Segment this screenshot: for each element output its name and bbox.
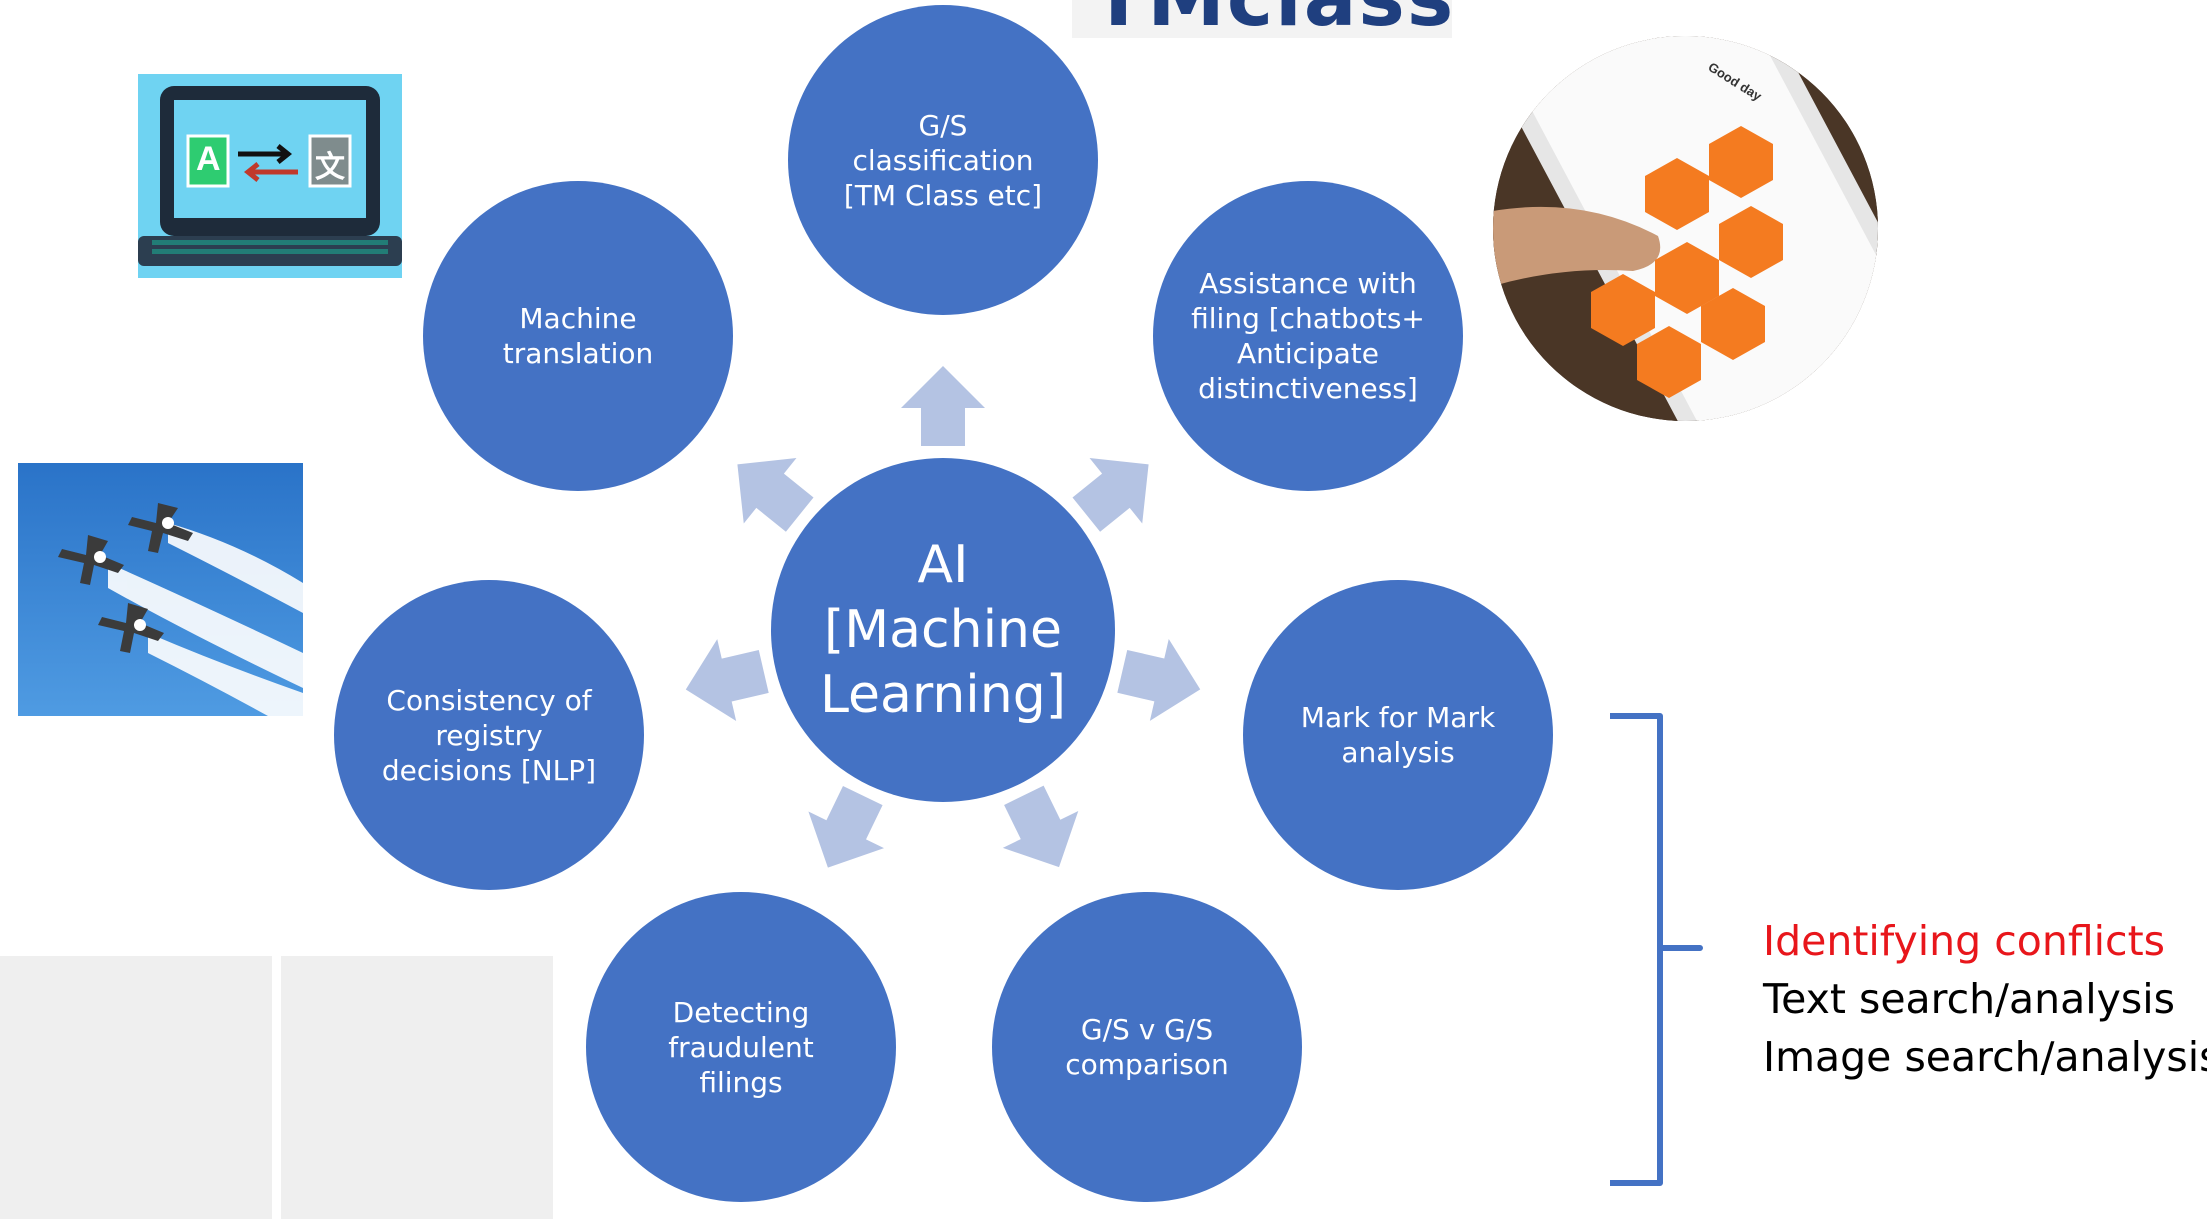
node-circle-machine-translation [423, 181, 733, 491]
boots-photo-right [281, 956, 553, 1219]
phone-app-image: Good day [1493, 36, 1878, 421]
conflict-bracket [1610, 713, 1703, 1186]
arrow-to-gs-classification [901, 366, 985, 446]
tmclass-logo: TMclass [1072, 0, 1452, 38]
conflicts-item-image: Image search/analysis [1763, 1033, 2207, 1081]
node-circle-gs-comparison [992, 892, 1302, 1202]
arrow-to-mark-for-mark [1117, 638, 1201, 721]
node-circle-registry-consistency [334, 580, 644, 890]
translation-laptop-image: A 文 [138, 74, 402, 278]
laptop-icon-right: 文 [315, 151, 345, 184]
arrow-to-gs-comparison [1002, 785, 1079, 868]
laptop-icon-left: A [196, 140, 221, 178]
node-circle-fraudulent-filings [586, 892, 896, 1202]
boots-photo-left [0, 956, 272, 1219]
arrow-to-machine-translation [737, 458, 814, 532]
conflicts-item-text: Text search/analysis [1763, 975, 2175, 1023]
conflicts-list: Identifying conflicts Text search/analys… [1763, 912, 2207, 1086]
node-circle-assistance-filing [1153, 181, 1463, 491]
arrow-to-assistance-filing [1072, 458, 1149, 532]
arrow-to-registry-consistency [685, 639, 769, 721]
node-circle-mark-for-mark [1243, 580, 1553, 890]
tmclass-logo-text: TMclass [1092, 0, 1452, 38]
center-node-circle [771, 458, 1115, 802]
arrow-to-fraudulent-filings [808, 786, 885, 868]
airplanes-photo [18, 463, 303, 716]
node-circle-gs-classification [788, 5, 1098, 315]
conflicts-title: Identifying conflicts [1763, 917, 2166, 965]
